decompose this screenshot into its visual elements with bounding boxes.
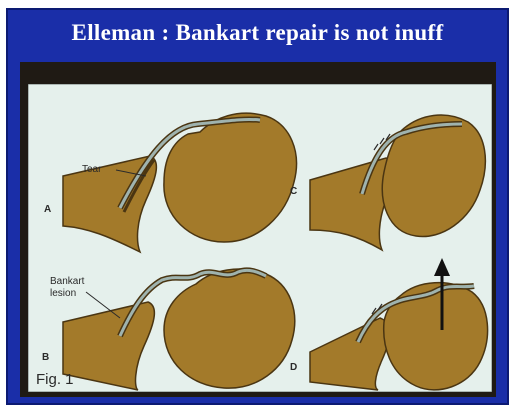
panel-b-label-line1: Bankart — [50, 276, 85, 287]
figure-photo: Tear A C — [20, 62, 496, 397]
panel-d-letter: D — [290, 362, 297, 373]
slide: Elleman : Bankart repair is not inuff Te… — [6, 8, 509, 405]
figure-illustration: Tear A C — [28, 84, 492, 392]
shoulder-diagram: Tear A C — [28, 84, 492, 392]
panel-c-letter: C — [290, 186, 297, 197]
panel-b-label-line2: lesion — [50, 288, 76, 299]
panel-b-letter: B — [42, 352, 49, 363]
figure-caption: Fig. 1 — [36, 371, 74, 388]
panel-a-tear-label: Tear — [82, 164, 102, 175]
panel-a-letter: A — [44, 204, 51, 215]
slide-title: Elleman : Bankart repair is not inuff — [8, 20, 507, 46]
